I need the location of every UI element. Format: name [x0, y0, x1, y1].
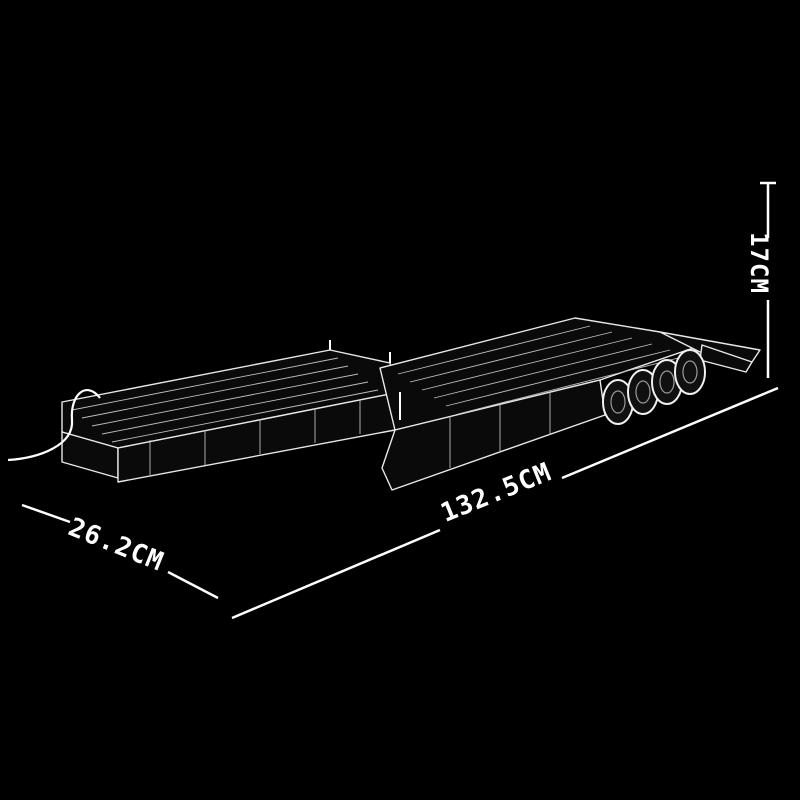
rear-wheels: [602, 349, 706, 425]
deck-plank-lines: [71, 325, 687, 475]
height-dimension-label: 17CM: [744, 232, 773, 294]
width-dimension-line-top: [21, 503, 71, 524]
width-dimension-line-bottom: [167, 570, 219, 600]
length-dimension-line-left: [231, 528, 441, 620]
wheel-hubs: [610, 360, 698, 414]
main-deck-side: [381, 379, 606, 491]
deck-posts: [329, 340, 401, 420]
wheel: [674, 349, 706, 395]
length-dimension-line-right: [561, 386, 779, 480]
dimension-lines: [21, 181, 779, 620]
air-hose: [7, 389, 101, 462]
